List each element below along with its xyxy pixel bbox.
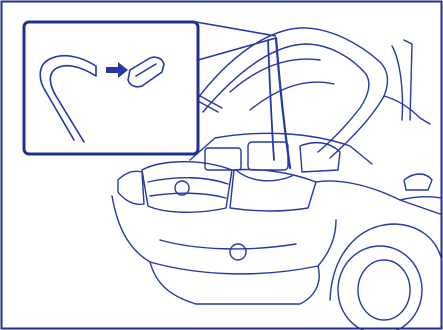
detail-inset [24, 22, 198, 154]
inset-frame [24, 22, 198, 154]
